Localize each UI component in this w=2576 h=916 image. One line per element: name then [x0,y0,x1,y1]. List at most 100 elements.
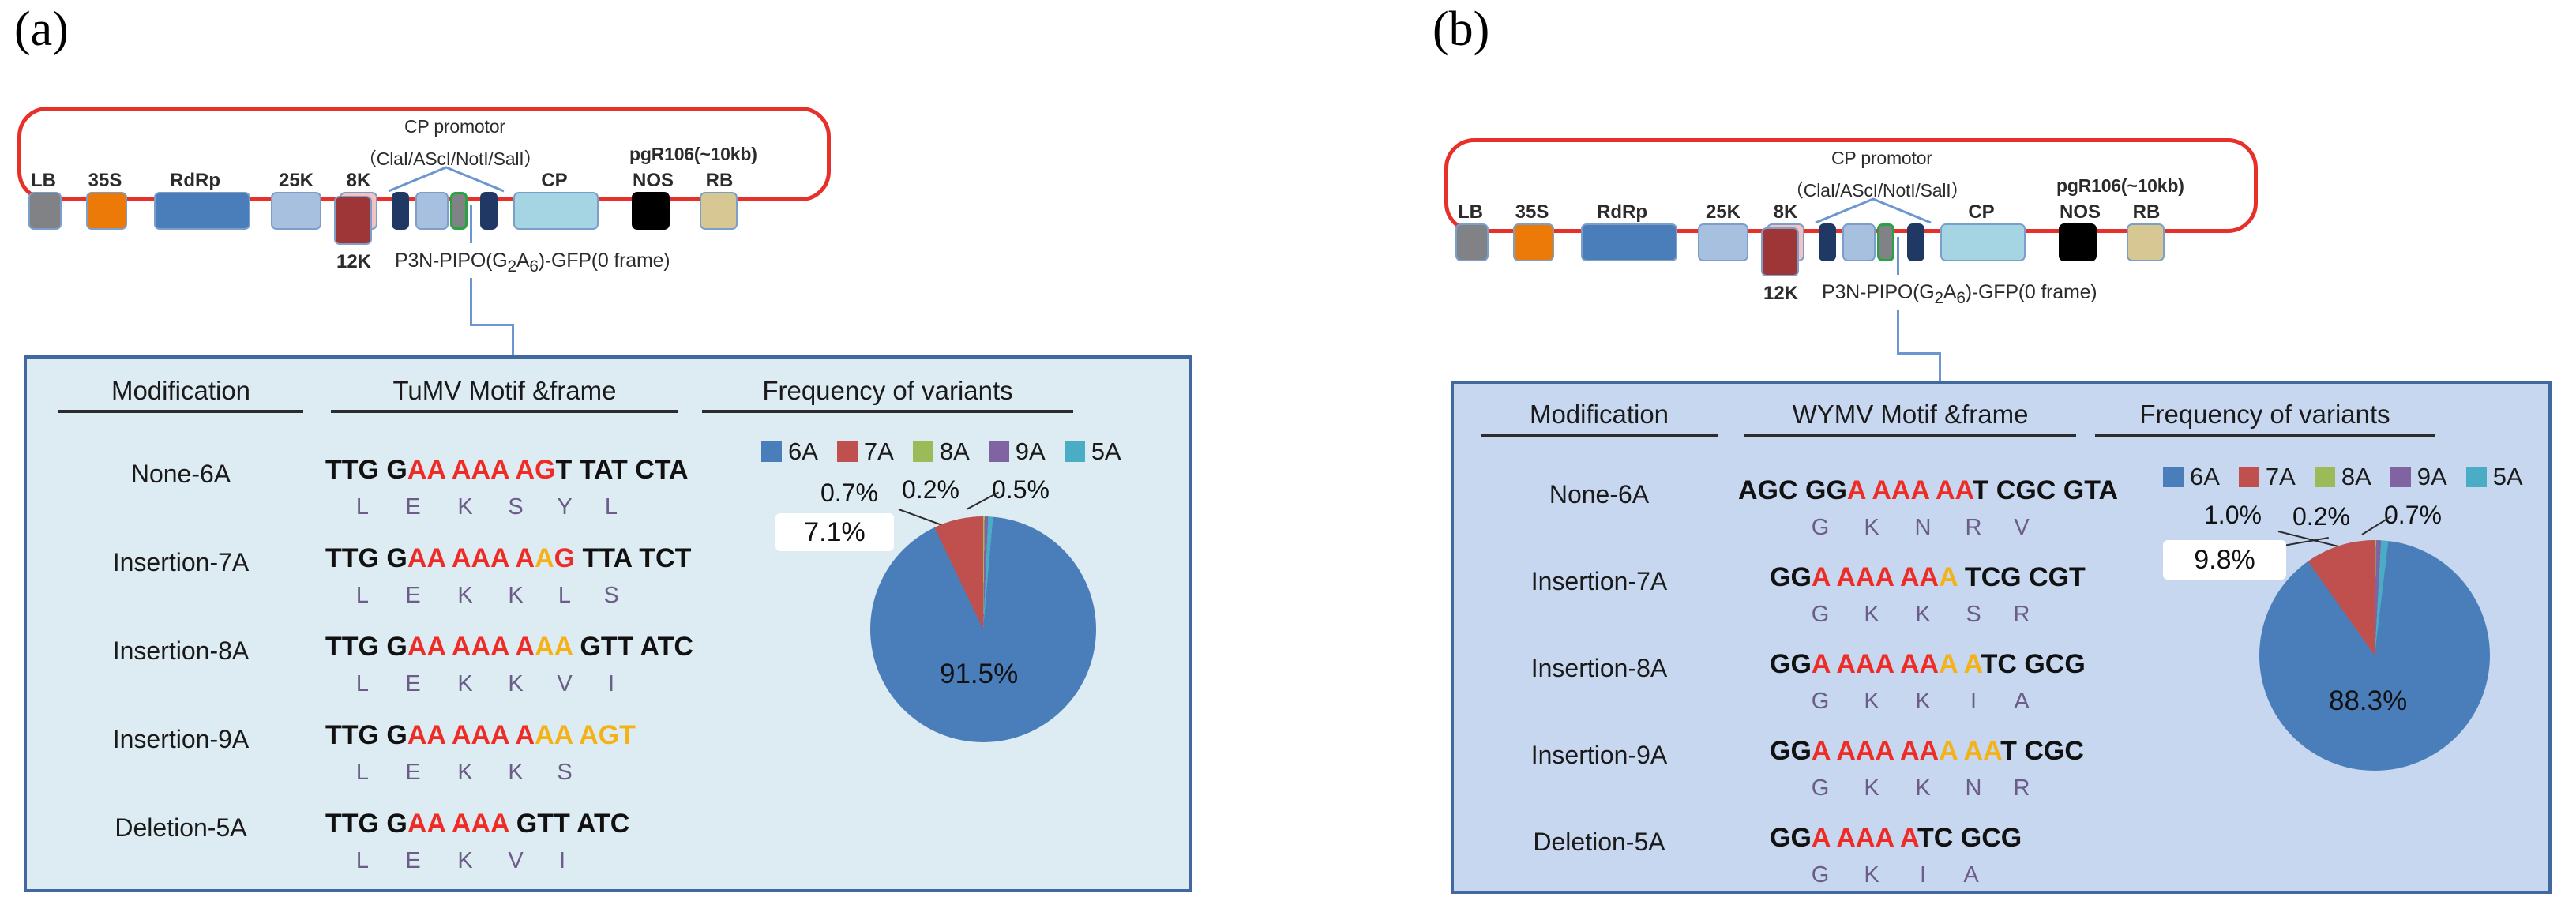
legend-swatch-5a [1064,441,1085,462]
legend-item-6a[interactable]: 6A [761,437,818,466]
gene-box-p3n-pipo [415,192,449,230]
gene-label-lb-b: LB [1458,201,1483,223]
row-dna-insertion-8a-b: GGA AAA AAA ATC GCG [1770,649,2086,679]
row-label-none-6a-b: None-6A [1549,480,1650,509]
gene-label-35s-b: 35S [1515,201,1549,223]
row-label-none-6a: None-6A [130,460,231,488]
legend-swatch-9a [988,441,1009,462]
gene-box-nos-b [2059,223,2097,261]
row-label-insertion-8a-b: Insertion-8A [1530,654,1668,682]
construct-diagram-a: CP promotor （ClaI/AScI/NotI/SalI） pgR106… [17,107,831,230]
gene-label-25k: 25K [278,170,314,191]
legend-swatch-6a-b [2163,467,2184,487]
row-label-deletion-5a-b: Deletion-5A [1533,828,1665,856]
gene-box-cp [513,192,599,230]
gene-box-rdrp [154,192,250,230]
legend-item-7a[interactable]: 7A [836,437,894,466]
panel-a-label: (a) [14,2,69,56]
gene-label-cp: CP [541,170,568,191]
insert-leader-upper-b [1897,237,1899,275]
legend-item-9a[interactable]: 9A [988,437,1046,466]
row-label-insertion-7a-b: Insertion-7A [1530,567,1668,595]
legend-item-7a-b[interactable]: 7A [2238,463,2296,491]
pie-chart-b [2259,540,2490,771]
legend-swatch-7a [836,441,858,462]
row-dna-deletion-5a-b: GGA AAA ATC GCG [1770,823,2022,853]
pie-legend-a: 6A 7A 8A 9A 5A [761,437,1140,466]
gene-box-rb-b [2127,223,2165,261]
row-dna-insertion-9a: TTG GAA AAA AAA AGT [325,720,636,750]
gene-label-lb: LB [31,170,56,191]
row-label-insertion-9a-b: Insertion-9A [1530,741,1668,769]
promoter-brace-b [1815,197,1932,224]
column-header-motif-b: WYMV Motif &frame [1744,400,2076,437]
gene-box-lb [28,192,62,230]
gene-box-p3n-pipo-b [1842,223,1876,261]
legend-swatch-9a-b [2390,467,2411,487]
column-header-modification-a: Modification [58,376,303,413]
restriction-sites-label-b: （ClaI/AScI/NotI/SalI） [1786,180,1970,201]
legend-item-6a-b[interactable]: 6A [2163,463,2220,491]
legend-swatch-6a [761,441,782,462]
cp-promoter-label-b: CP promotor [1831,148,1932,168]
panel-a: (a) CP promotor （ClaI/AScI/NotI/SalI） pg… [14,2,1192,892]
legend-label-9a-b: 9A [2416,463,2447,490]
insert-leader-down-a [512,324,514,357]
legend-item-9a-b[interactable]: 9A [2390,463,2447,491]
gene-box-12k-a [334,196,372,245]
vector-name-label-b: pgR106(~10kb) [2056,175,2184,196]
gene-box-25k [271,192,321,230]
gene-label-8k-b: 8K [1773,201,1798,223]
gene-box-linker-right-b [1907,223,1924,261]
gene-box-linker-right [480,192,498,230]
gene-label-nos-b: NOS [2059,201,2101,223]
legend-label-6a-b: 6A [2190,463,2220,490]
legend-label-9a: 9A [1015,437,1046,465]
variant-table-card-a: Modification TuMV Motif &frame Frequency… [24,355,1192,892]
legend-item-5a-b[interactable]: 5A [2465,463,2523,491]
gene-label-35s: 35S [88,170,122,191]
pie-callout-5a-a: 0.5% [992,475,1050,504]
insert-leader-upper-a [470,205,472,243]
insert-caption-b: P3N-PIPO(G2A6)-GFP(0 frame) [1822,281,2097,308]
legend-swatch-5a-b [2465,467,2487,487]
row-dna-insertion-8a: TTG GAA AAA AAA GTT ATC [325,632,693,662]
column-header-modification-b: Modification [1481,400,1718,437]
legend-item-5a[interactable]: 5A [1064,437,1121,466]
legend-label-5a: 5A [1091,437,1121,465]
highlight-box-7a-a: 7.1% [775,513,894,551]
legend-label-7a-b: 7A [2265,463,2296,490]
legend-item-8a-b[interactable]: 8A [2314,463,2371,491]
gene-label-nos: NOS [632,170,674,191]
gene-box-gfp-b [1877,223,1894,261]
insert-leader-lower-b [1897,310,1899,354]
gene-box-35s [86,192,127,230]
row-dna-none-6a-b: AGC GGA AAA AAT CGC GTA [1738,475,2119,505]
legend-item-8a[interactable]: 8A [912,437,970,466]
gene-box-rdrp-b [1581,223,1677,261]
gene-label-rdrp: RdRp [170,170,220,191]
gene-label-cp-b: CP [1968,201,1995,223]
legend-label-8a-b: 8A [2341,463,2371,490]
gene-box-nos [632,192,670,230]
pie-callout-5a-b: 1.0% [2204,501,2262,529]
gene-label-25k-b: 25K [1705,201,1741,223]
highlight-box-7a-b: 9.8% [2163,540,2286,580]
legend-label-5a-b: 5A [2492,463,2523,490]
gene-box-rb [700,192,738,230]
insert-caption-text-a: P3N-PIPO(G2A6)-GFP(0 frame) [395,250,670,276]
vector-name-label: pgR106(~10kb) [629,144,757,164]
row-label-insertion-7a: Insertion-7A [112,548,250,576]
row-label-insertion-8a: Insertion-8A [112,636,250,665]
gene-label-12k-a: 12K [336,251,372,272]
insert-leader-down-b [1939,352,1941,382]
row-label-deletion-5a: Deletion-5A [115,813,247,842]
